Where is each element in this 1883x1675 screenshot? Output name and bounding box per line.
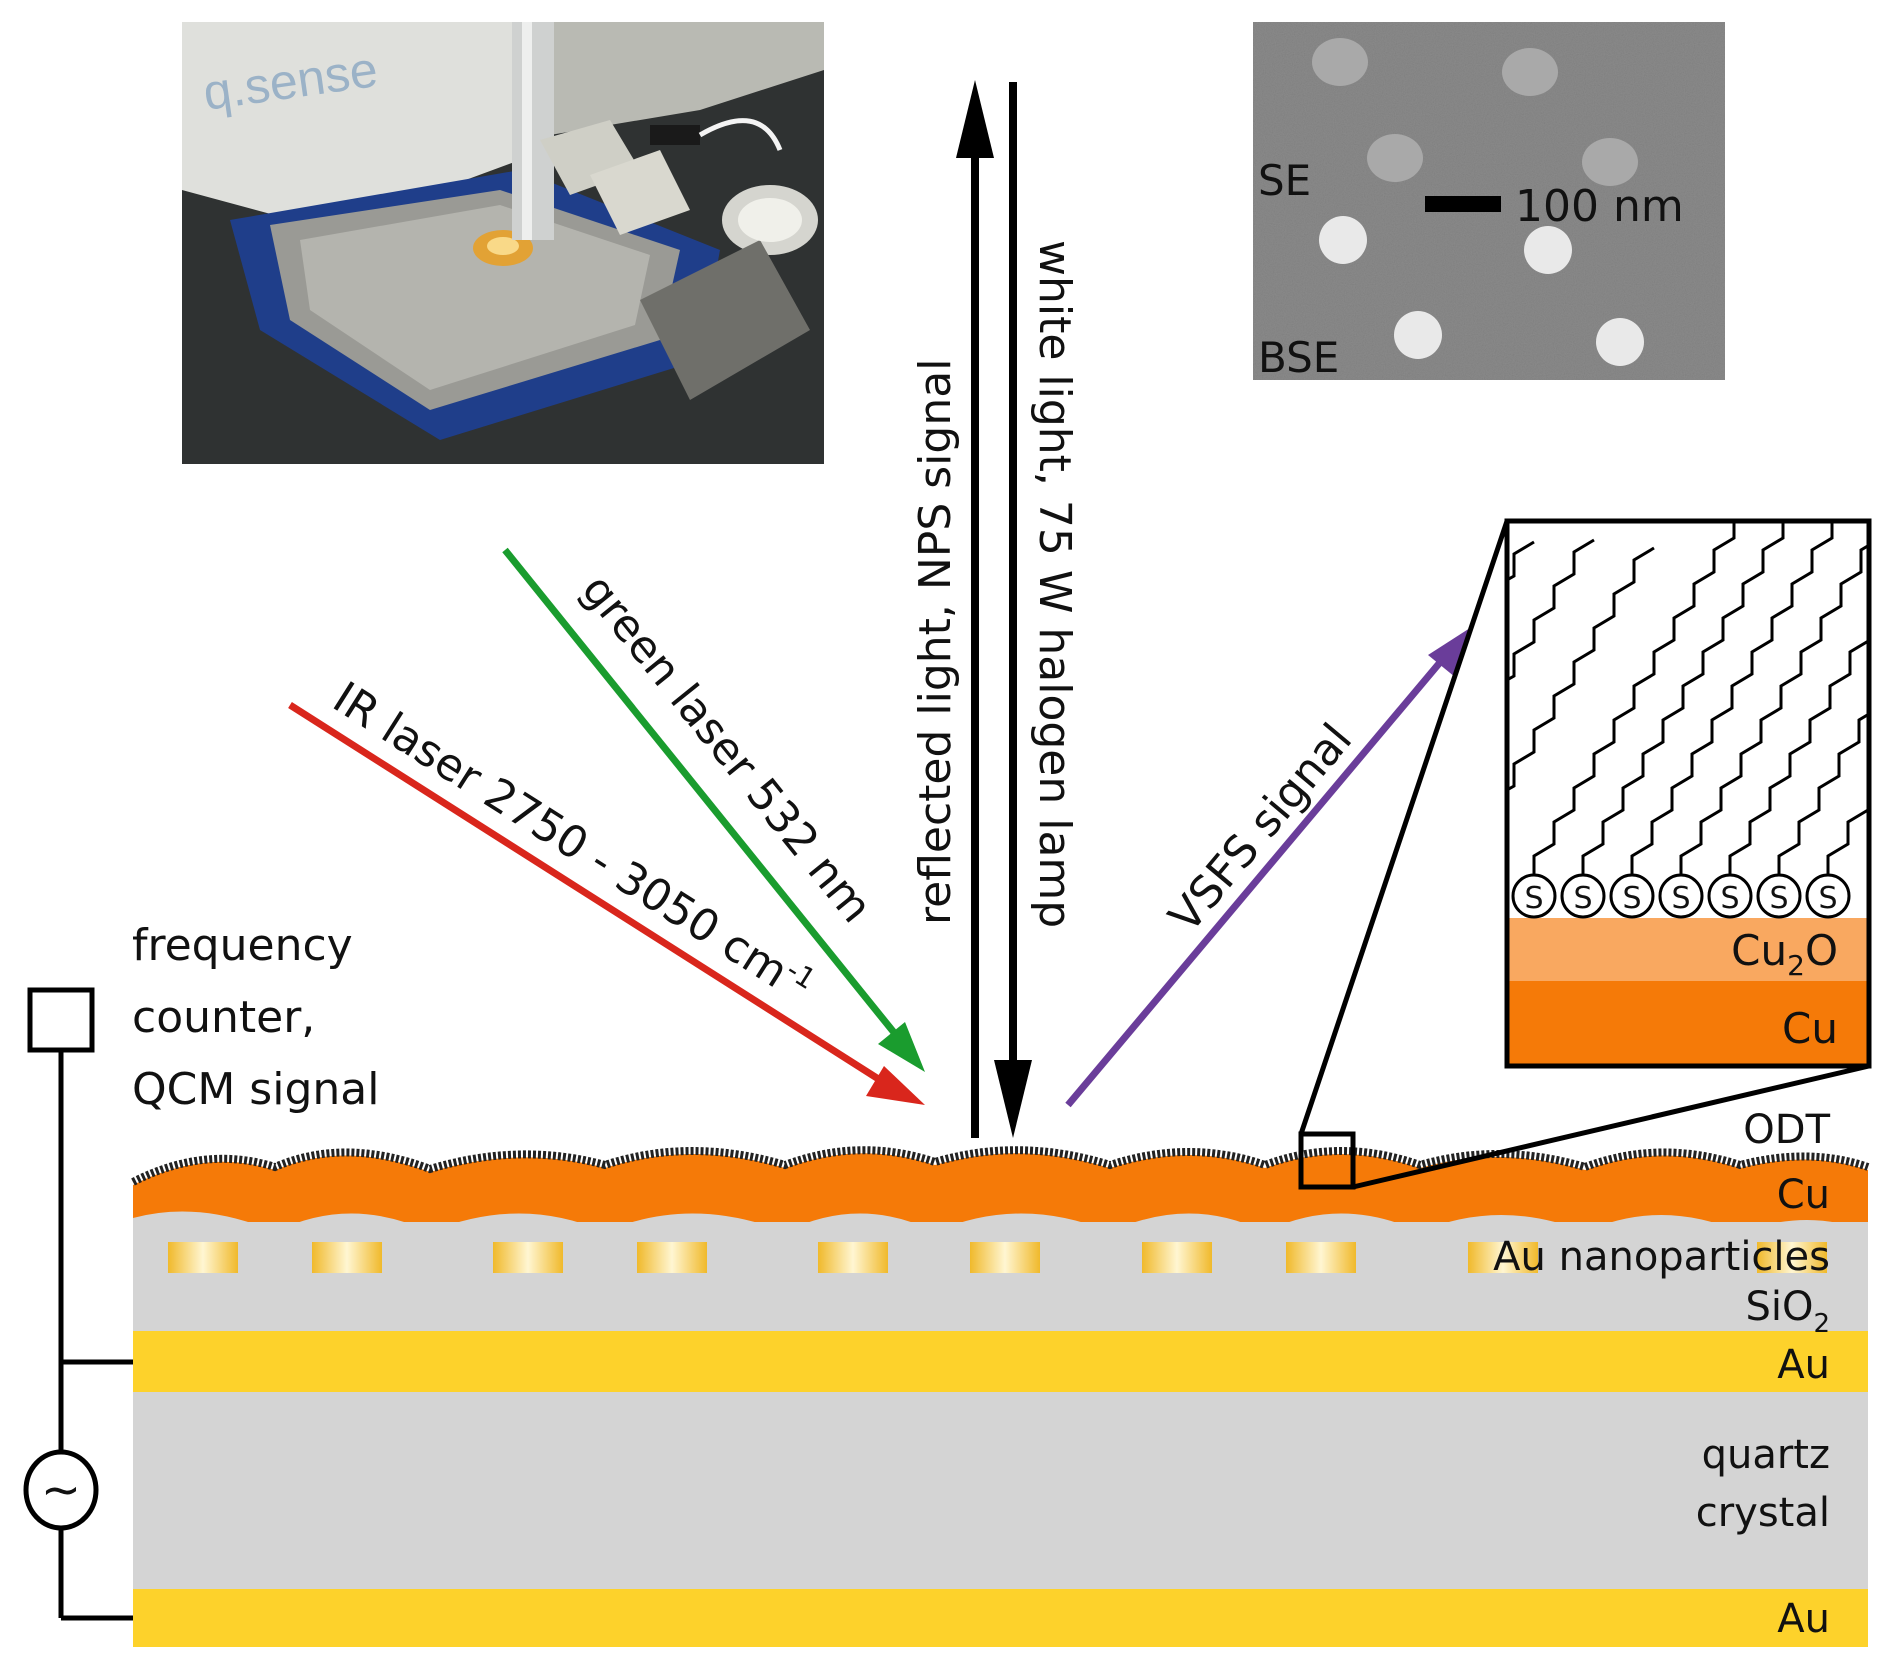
label-odt: ODT <box>1743 1107 1830 1153</box>
au-nanoparticle <box>1142 1242 1212 1273</box>
ir-laser-label: IR laser 2750 - 3050 cm-1 <box>324 671 821 1013</box>
reflected-light-beam: reflected light, NPS signal <box>910 80 994 1138</box>
zoom-inset: S S S S S S S <box>1504 518 1872 1069</box>
label-quartz-line1: quartz <box>1702 1432 1830 1478</box>
thiol-s-text: S <box>1622 881 1641 916</box>
au-nanoparticle <box>970 1242 1040 1273</box>
label-sio2-main: SiO <box>1745 1284 1813 1330</box>
zoom-indicator <box>1298 520 1870 1190</box>
au-nanoparticle <box>1286 1242 1356 1273</box>
au-nanoparticle <box>168 1242 238 1273</box>
vsfs-signal-label: VSFS signal <box>1159 714 1362 942</box>
qcm-circuit: ~ frequency counter, QCM signal <box>23 920 379 1621</box>
white-light-beam: white light, 75 W halogen lamp <box>994 82 1080 1138</box>
zoom-label-cu: Cu <box>1782 1004 1838 1053</box>
label-au-nanoparticles: Au nanoparticles <box>1493 1234 1830 1280</box>
thiol-s-head: S <box>1756 873 1802 919</box>
au-nanoparticles <box>168 1242 1827 1273</box>
label-au-top: Au <box>1777 1342 1830 1388</box>
thiol-s-head: S <box>1805 873 1851 919</box>
white-light-label: white light, 75 W halogen lamp <box>1029 240 1080 928</box>
label-sio2-sub: 2 <box>1813 1309 1830 1339</box>
odt-alkyl-chains <box>1507 521 1869 874</box>
au-nanoparticle-label-bg <box>1757 1242 1827 1273</box>
thiol-headgroups: S S S S S S S <box>1511 873 1851 919</box>
zoom-source-box <box>1298 1131 1356 1190</box>
thiol-s-text: S <box>1818 881 1837 916</box>
au-nanoparticle <box>493 1242 563 1273</box>
sem-particles-se <box>1312 38 1638 186</box>
au-nanoparticle <box>818 1242 888 1273</box>
sem-inset: SE BSE 100 nm <box>1253 22 1725 382</box>
sem-particles-bse <box>1319 216 1644 366</box>
thiol-s-head: S <box>1511 873 1557 919</box>
layer-sio2 <box>133 1222 1868 1331</box>
layer-quartz-crystal <box>133 1392 1868 1589</box>
thiol-s-head: S <box>1707 873 1753 919</box>
sem-scale-bar-label: 100 nm <box>1515 181 1684 232</box>
au-nanoparticle-label-bg <box>1468 1242 1538 1273</box>
thiol-s-text: S <box>1573 881 1592 916</box>
circuit-label-line2: counter, <box>132 992 315 1043</box>
label-au-bottom: Au <box>1777 1596 1830 1642</box>
thiol-s-text: S <box>1524 881 1543 916</box>
zoom-cu2o-tail: O <box>1805 926 1838 975</box>
zoom-cu-layer <box>1507 981 1869 1066</box>
thiol-s-text: S <box>1769 881 1788 916</box>
qcm-sensor-stack: ODT Cu Au nanoparticles SiO2 Au quartz c… <box>131 1107 1870 1647</box>
layer-au-bottom <box>133 1589 1868 1647</box>
sem-label-bse: BSE <box>1258 333 1339 382</box>
label-quartz-line2: crystal <box>1696 1490 1830 1536</box>
layer-au-top <box>133 1331 1868 1392</box>
zoom-cu2o-layer <box>1507 918 1869 981</box>
au-nanoparticle <box>637 1242 707 1273</box>
zoom-cu2o-sub: 2 <box>1787 949 1805 982</box>
thiol-s-head: S <box>1609 873 1655 919</box>
label-cu-layer: Cu <box>1777 1172 1830 1218</box>
sem-scale-bar <box>1425 196 1501 212</box>
thiol-s-text: S <box>1671 881 1690 916</box>
au-nanoparticle <box>312 1242 382 1273</box>
qcm-cell-photo: q.sense <box>182 22 824 464</box>
thiol-s-text: S <box>1720 881 1739 916</box>
sio2-bumps <box>133 1211 1868 1232</box>
sem-label-se: SE <box>1258 156 1311 205</box>
zoom-inset-frame <box>1504 518 1872 1069</box>
zoom-cu2o-main: Cu <box>1731 926 1787 975</box>
zoom-label-cu2o: Cu2O <box>1731 926 1838 982</box>
label-sio2: SiO2 <box>1745 1284 1830 1339</box>
reflected-light-label: reflected light, NPS signal <box>910 359 961 925</box>
ac-source-symbol: ~ <box>41 1462 81 1518</box>
vsfs-signal-beam: VSFS signal <box>1065 628 1470 1108</box>
thiol-s-head: S <box>1560 873 1606 919</box>
frequency-counter-box <box>27 987 95 1053</box>
circuit-label-line1: frequency <box>132 920 353 971</box>
circuit-label-line3: QCM signal <box>132 1064 379 1115</box>
layer-odt-monolayer <box>131 1146 1870 1186</box>
thiol-s-head: S <box>1658 873 1704 919</box>
